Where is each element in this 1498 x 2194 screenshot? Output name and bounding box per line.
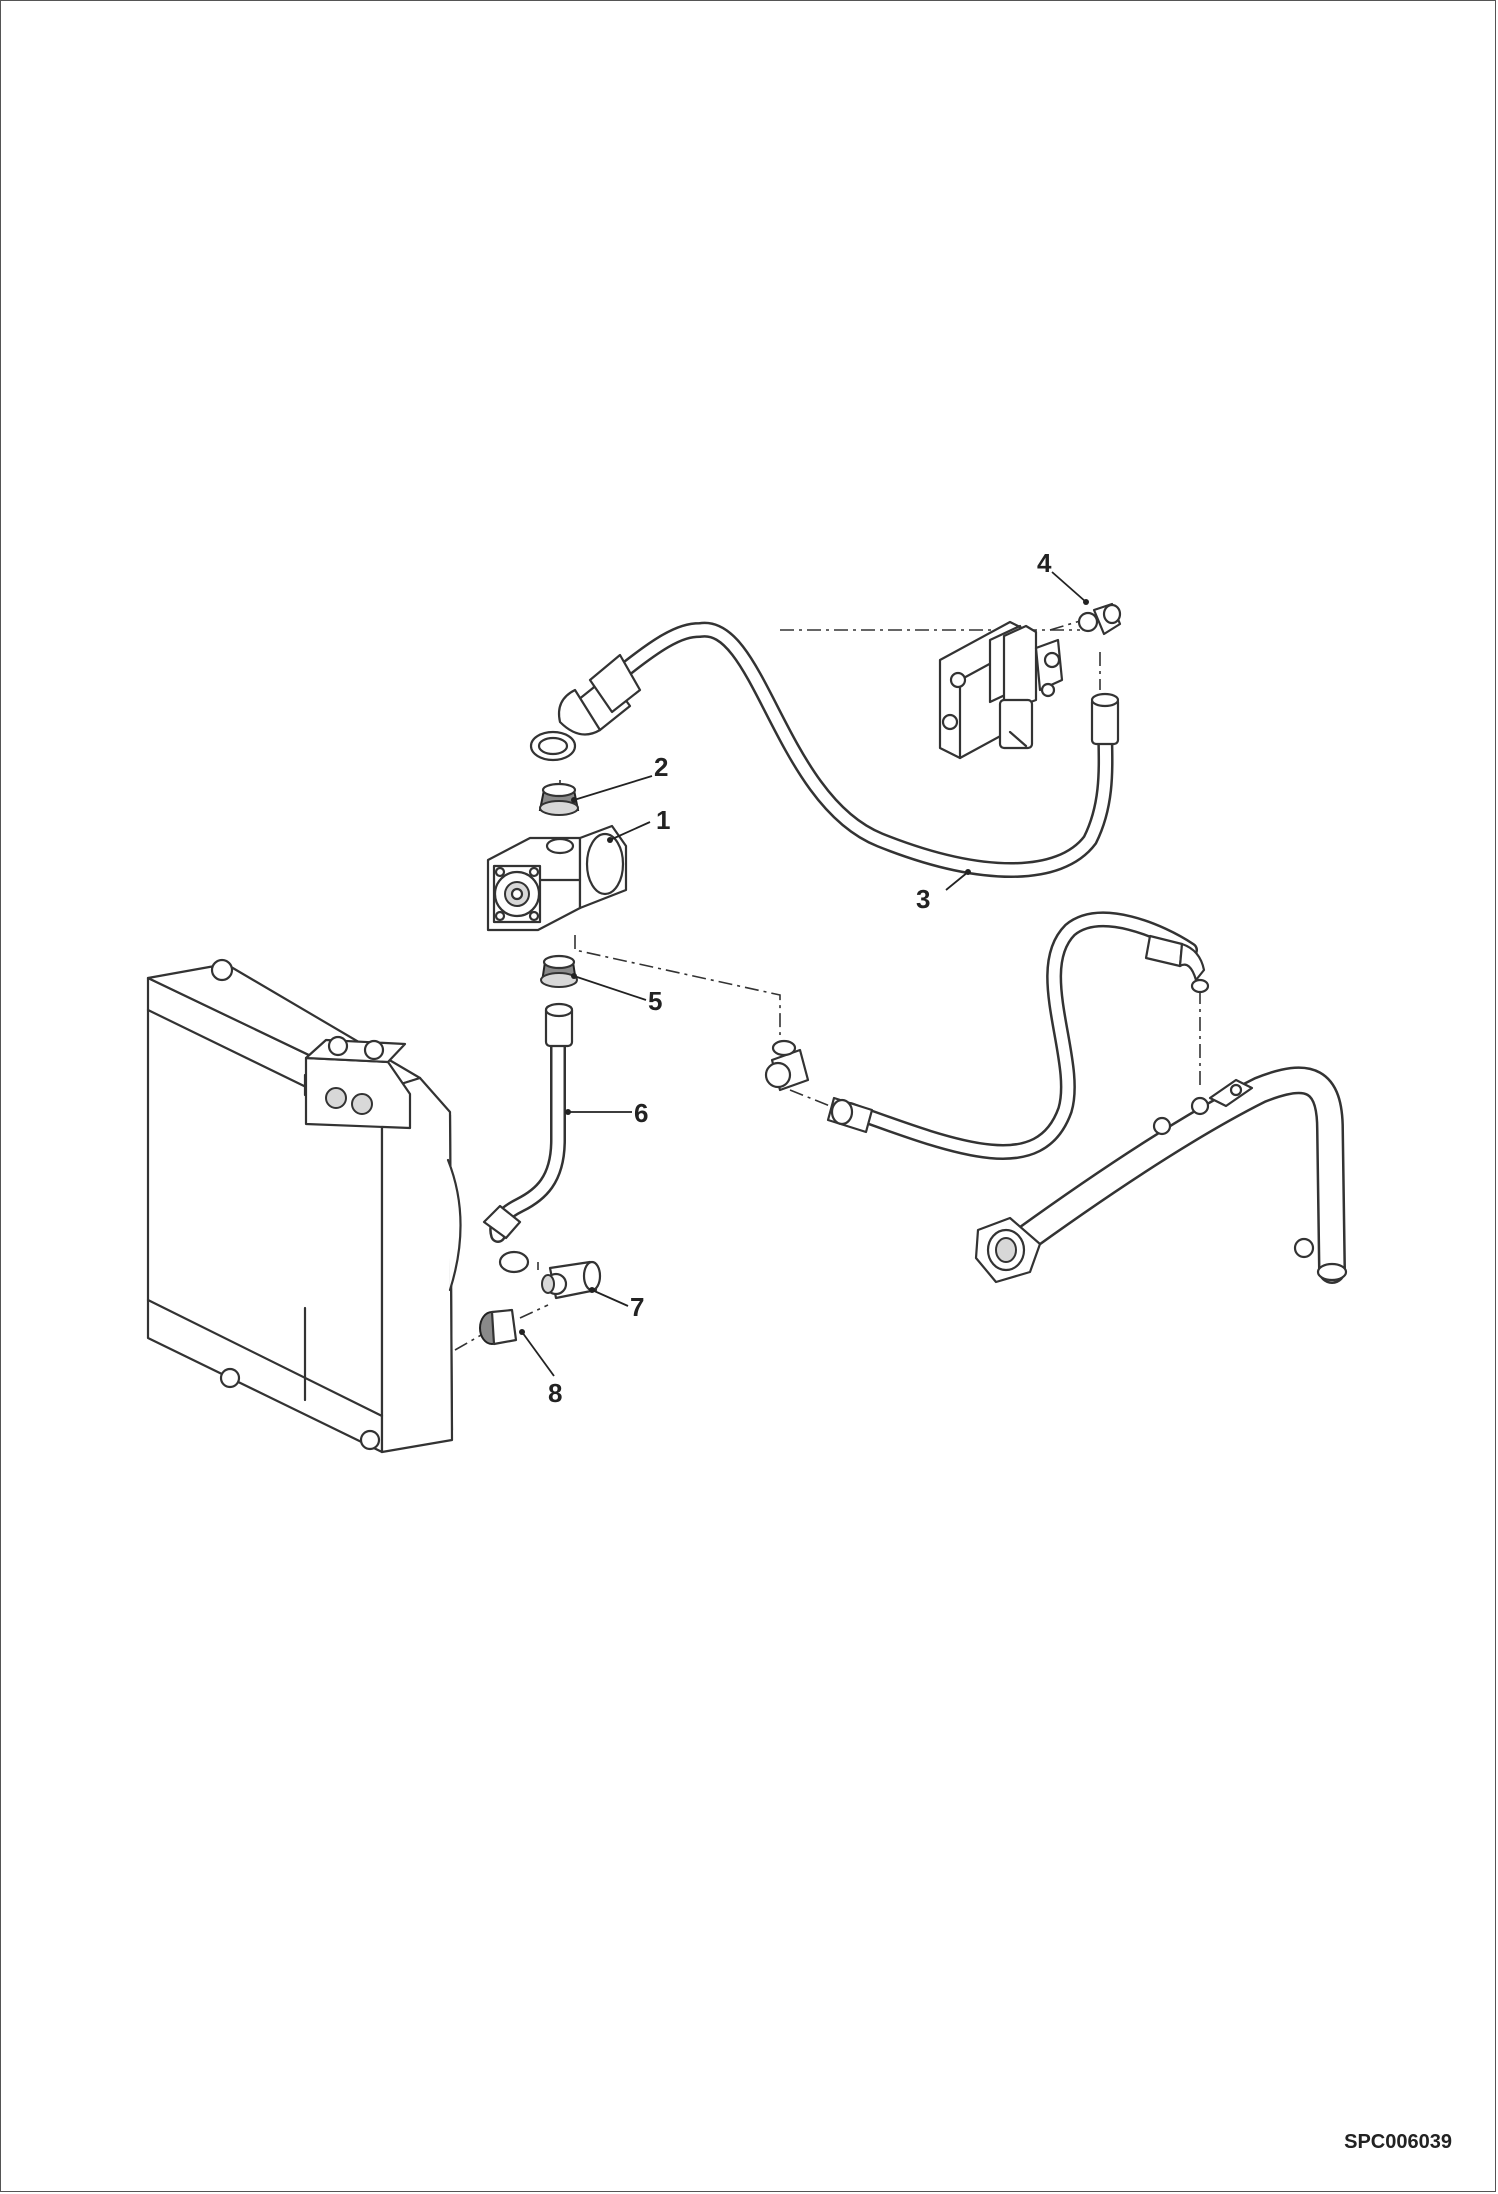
callout-4: 4: [1037, 548, 1052, 578]
valve-block: [938, 620, 1064, 760]
callout-6: 6: [634, 1098, 648, 1128]
part-5-adapter: [540, 954, 578, 988]
hose-6: [482, 1002, 574, 1274]
part-1-pump: [486, 824, 628, 932]
part-7-fitting: [541, 1260, 602, 1300]
return-pipe: [974, 1066, 1348, 1284]
hose-3: [529, 621, 1120, 878]
part-2-adapter: [538, 782, 580, 816]
part-8-adapter: [479, 1308, 518, 1346]
callout-3: 3: [916, 884, 930, 914]
callout-8: 8: [548, 1378, 562, 1408]
callout-1: 1: [656, 805, 670, 835]
return-hose: [764, 911, 1210, 1160]
callout-5: 5: [648, 986, 662, 1016]
figure-code: SPC006039: [1344, 2131, 1452, 2153]
callout-7: 7: [630, 1292, 644, 1322]
oil-cooler: [146, 958, 462, 1454]
callouts: 1 2 3 4 5 6 7 8: [548, 548, 1052, 1408]
callout-2: 2: [654, 752, 668, 782]
part-4-elbow: [1077, 602, 1122, 636]
callout-leaders: [519, 571, 1089, 1377]
